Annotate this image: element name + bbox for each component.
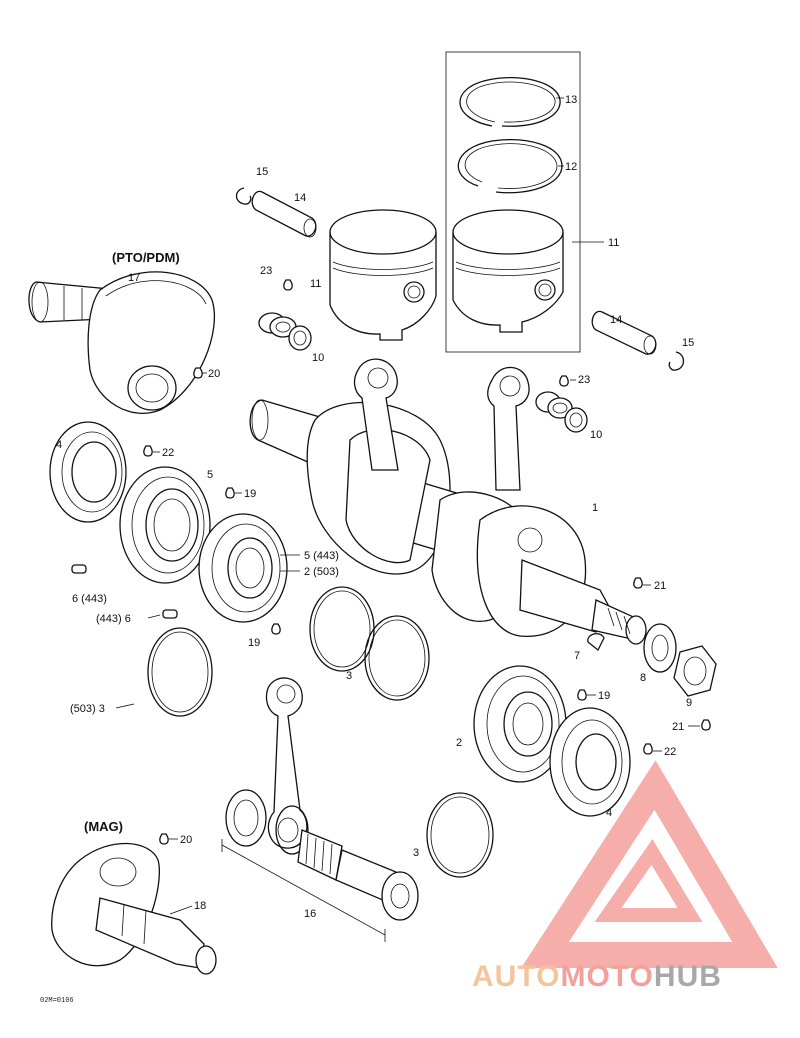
callout-20-bottom: 20 [180, 834, 192, 846]
crank-half-pto [28, 271, 216, 414]
callout-6-b: (443) 6 [96, 613, 131, 625]
piston-ring-top [459, 77, 561, 127]
callout-22-left: 22 [162, 447, 174, 459]
callout-15-left: 15 [256, 166, 268, 178]
drawing-code: 02M=0106 [40, 997, 74, 1005]
loctite-icon-19-b [271, 623, 281, 635]
watermark-hub: HUB [654, 960, 722, 993]
callout-19-a: 19 [244, 488, 256, 500]
watermark-logo [521, 760, 778, 968]
loctite-icon-19-a [225, 487, 235, 499]
callout-7: 7 [574, 650, 580, 662]
piston-left [329, 209, 437, 341]
callout-12: 12 [565, 161, 577, 173]
needle-bearing-right [535, 391, 588, 433]
grease-icon-23-right [559, 375, 569, 387]
crankshaft-assembly [249, 358, 647, 645]
callout-1: 1 [592, 502, 598, 514]
pin-clip-left [235, 187, 252, 205]
heading-pto: (PTO/PDM) [112, 250, 180, 265]
oil-seal-right [549, 707, 631, 817]
callout-18: 18 [194, 900, 206, 912]
o-ring-503 [147, 627, 213, 717]
callout-3-mid: 3 [346, 670, 352, 682]
pin-clip-right [668, 351, 685, 371]
callout-17: 17 [128, 272, 140, 284]
crank-half-mag [51, 842, 217, 975]
callout-11-left: 11 [310, 278, 321, 290]
callout-2-right: 2 [456, 737, 462, 749]
sealant-icon-20-bottom [159, 833, 169, 845]
callout-6-a: 6 (443) [72, 593, 107, 605]
callout-19-c: 19 [598, 690, 610, 702]
dowel-pin-a [71, 564, 87, 574]
callout-3-low: 3 [413, 847, 419, 859]
washer [643, 623, 677, 673]
ball-bearing-right [473, 665, 567, 783]
callout-4-left: 4 [56, 439, 62, 451]
grease-icon-23-left [283, 279, 293, 291]
piston-ring-second [457, 139, 563, 194]
sealant-icon-21-a [633, 577, 643, 589]
callout-20-top: 20 [208, 368, 220, 380]
callout-19-b: 19 [248, 637, 260, 649]
hex-nut [673, 645, 717, 697]
callout-5: 5 [207, 469, 213, 481]
conrod-kit [221, 677, 419, 942]
piston-pin-left [251, 190, 317, 238]
callout-11-kit: 11 [608, 237, 619, 249]
piston-kit-frame [445, 51, 581, 353]
callout-23-right: 23 [578, 374, 590, 386]
callout-15-right: 15 [682, 337, 694, 349]
loctite-icon-19-c [577, 689, 587, 701]
callout-21-b: 21 [672, 721, 684, 733]
o-ring-low [426, 792, 494, 878]
callout-13: 13 [565, 94, 577, 106]
callout-2-503: 2 (503) [304, 566, 339, 578]
callout-8: 8 [640, 672, 646, 684]
dowel-pin-b [162, 609, 178, 619]
grease-icon-22-right [643, 743, 653, 755]
sealant-icon-20-top [193, 367, 203, 379]
watermark-text-auto: AUTOMOTOHUB [472, 960, 722, 993]
oil-seal-left [49, 421, 127, 523]
callout-23-left: 23 [260, 265, 272, 277]
watermark-moto: MOTO [560, 960, 653, 993]
callout-4-right: 4 [606, 807, 612, 819]
callout-21-a: 21 [654, 580, 666, 592]
ball-bearing-443-503 [198, 513, 288, 623]
woodruff-key [587, 632, 605, 652]
needle-bearing-left [258, 312, 312, 351]
piston-right [452, 209, 564, 333]
sealant-icon-21-b [701, 719, 711, 731]
watermark-auto: AUTO [472, 960, 560, 993]
callout-5-443: 5 (443) [304, 550, 339, 562]
ball-bearing-5 [119, 466, 211, 584]
callout-10-right: 10 [590, 429, 602, 441]
callout-22-right: 22 [664, 746, 676, 758]
callout-3-503: (503) 3 [70, 703, 105, 715]
callout-14-left: 14 [294, 192, 306, 204]
callout-9: 9 [686, 697, 692, 709]
callout-14-right: 14 [610, 314, 622, 326]
grease-icon-22-left [143, 445, 153, 457]
callout-10-left: 10 [312, 352, 324, 364]
piston-pin-right [591, 310, 657, 355]
heading-mag: (MAG) [84, 819, 123, 834]
o-ring-mid-b [364, 615, 430, 701]
callout-16: 16 [304, 908, 316, 920]
